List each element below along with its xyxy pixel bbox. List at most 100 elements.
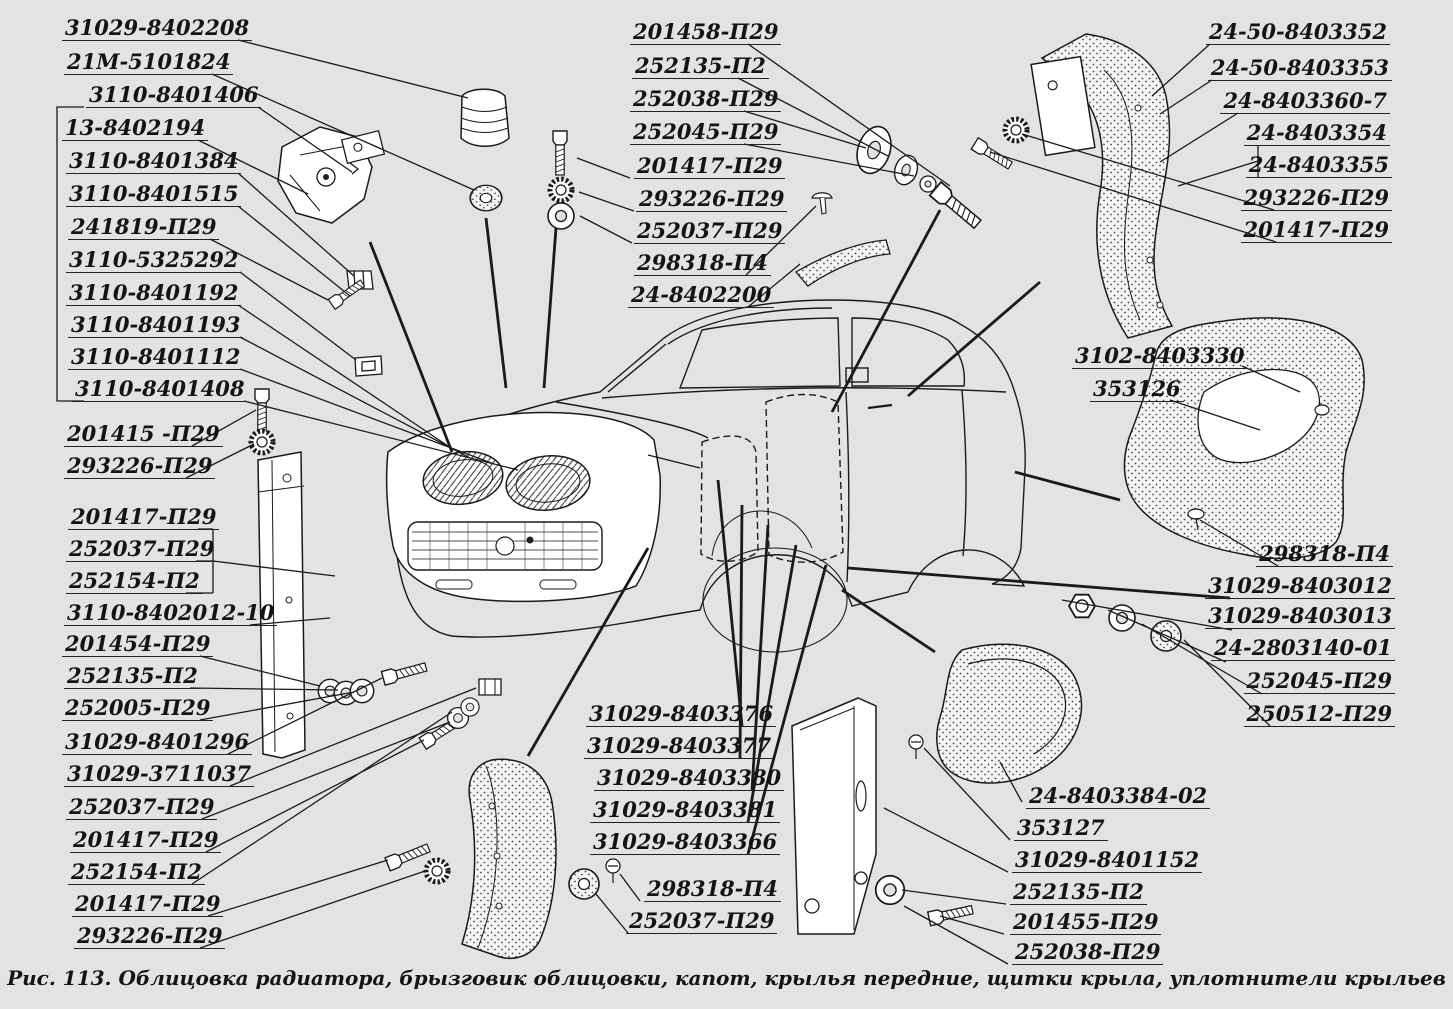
radiator-support-strip — [257, 451, 306, 759]
part-label: 31029-8403381 — [590, 798, 781, 824]
mounting-plate — [1030, 55, 1096, 157]
part-label: 201417-П29 — [72, 892, 224, 918]
part-label: 3110-8401112 — [68, 345, 244, 371]
washer-icon — [547, 202, 575, 230]
headlight-right — [505, 455, 591, 511]
part-label: 31029-3711037 — [64, 762, 255, 788]
part-label: 3110-8401193 — [68, 313, 244, 339]
part-label: 298318-П4 — [644, 877, 781, 903]
clip-icon — [811, 192, 833, 215]
part-label: 24-50-8403353 — [1207, 56, 1392, 82]
part-label: 3110-8401406 — [86, 83, 262, 109]
bolt-icon — [384, 840, 432, 872]
part-label: 3110-8401192 — [66, 281, 242, 307]
part-label: 201455-П29 — [1010, 910, 1162, 936]
part-label: 298318-П4 — [1256, 542, 1393, 568]
part-label: 201417-П29 — [634, 154, 786, 180]
part-label: 24-2803140-01 — [1210, 636, 1395, 662]
part-label: 250512-П29 — [1243, 702, 1395, 728]
part-label: 293226-П29 — [636, 187, 788, 213]
bolt-icon — [927, 902, 975, 927]
part-label: 201417-П29 — [68, 505, 220, 531]
washer-icon — [874, 874, 906, 906]
radiator-grille — [385, 411, 662, 603]
washer-icon — [919, 175, 937, 193]
part-label: 252154-П2 — [66, 569, 203, 595]
part-label: 252135-П2 — [1010, 880, 1147, 906]
part-label: 201458-П29 — [630, 20, 782, 46]
part-label: 252038-П29 — [630, 87, 782, 113]
part-label: 252037-П29 — [634, 219, 786, 245]
part-label: 252037-П29 — [66, 795, 218, 821]
part-label: 24-50-8403352 — [1205, 20, 1390, 46]
car-body — [391, 299, 1026, 653]
part-label: 31029-8403377 — [584, 734, 775, 760]
latch-plate — [340, 129, 386, 165]
part-label: 3110-8402012-10 — [64, 601, 278, 627]
part-label: 3110-8401384 — [66, 149, 242, 175]
star-washer-icon — [1005, 119, 1027, 141]
part-label: 293226-П29 — [74, 924, 226, 950]
figure-caption: Рис. 113. Облицовка радиатора, брызговик… — [7, 966, 1446, 990]
grommet-icon — [469, 184, 503, 212]
part-label: 31029-8402208 — [62, 16, 253, 42]
leader-lines — [56, 39, 1301, 965]
clip-icon — [1314, 404, 1330, 416]
part-label: 298318-П4 — [634, 251, 771, 277]
part-label: 24-8402200 — [628, 283, 775, 309]
grille-mesh — [407, 521, 603, 590]
part-label: 24-8403360-7 — [1220, 89, 1390, 115]
part-label: 3110-8401515 — [66, 182, 242, 208]
part-label: 3110-5325292 — [66, 248, 242, 274]
bolt-icon — [254, 388, 270, 434]
star-washer-icon — [550, 179, 572, 201]
part-label: 252154-П2 — [68, 860, 205, 886]
part-label: 31029-8403376 — [586, 702, 777, 728]
star-washer-icon — [426, 860, 448, 882]
part-label: 31029-8403012 — [1204, 574, 1395, 600]
bolt-icon — [552, 130, 568, 176]
fender-seal — [936, 643, 1083, 784]
washer-icon — [349, 678, 375, 704]
bolt-icon — [380, 659, 429, 686]
part-label: 252005-П29 — [62, 696, 214, 722]
part-label: 252045-П29 — [630, 120, 782, 146]
star-washer-icon — [251, 431, 273, 453]
part-label: 201415 -П29 — [64, 422, 223, 448]
part-label: 31029-8403380 — [594, 766, 785, 792]
part-label: 13-8402194 — [62, 116, 209, 142]
bolt-icon — [928, 181, 985, 232]
part-label: 252135-П2 — [64, 664, 201, 690]
part-label: 21М-5101824 — [64, 50, 234, 76]
clip-icon — [478, 678, 502, 696]
part-label: 252135-П2 — [632, 54, 769, 80]
screw-clip-icon — [605, 858, 621, 884]
part-label: 241819-П29 — [68, 215, 220, 241]
part-label: 24-8403384-02 — [1026, 784, 1211, 810]
washer-icon — [460, 697, 480, 717]
hood-seal-strip — [795, 239, 891, 287]
part-label: 3102-8403330 — [1072, 344, 1248, 370]
part-label: 3110-8401408 — [72, 377, 248, 403]
part-label: 353127 — [1014, 816, 1108, 842]
part-label: 24-8403355 — [1245, 153, 1392, 179]
part-label: 201417-П29 — [70, 828, 222, 854]
washer-icon — [856, 125, 892, 175]
part-label: 31029-8403013 — [1204, 604, 1395, 630]
part-label: 201454-П29 — [62, 632, 214, 658]
part-label: 252037-П29 — [626, 909, 778, 935]
part-label: 31029-8401296 — [62, 730, 253, 756]
part-label: 353126 — [1090, 377, 1184, 403]
fender-shield-right — [1123, 317, 1365, 560]
part-label: 31029-8403366 — [590, 830, 781, 856]
splash-guard-bracket — [791, 697, 877, 935]
clip-icon — [354, 355, 383, 377]
part-label: 252038-П29 — [1012, 940, 1164, 966]
bolt-icon — [970, 137, 1015, 172]
fender-shield-left — [461, 758, 557, 960]
washer-icon — [893, 154, 919, 186]
grommet-icon — [568, 868, 600, 900]
part-label: 293226-П29 — [1240, 186, 1392, 212]
